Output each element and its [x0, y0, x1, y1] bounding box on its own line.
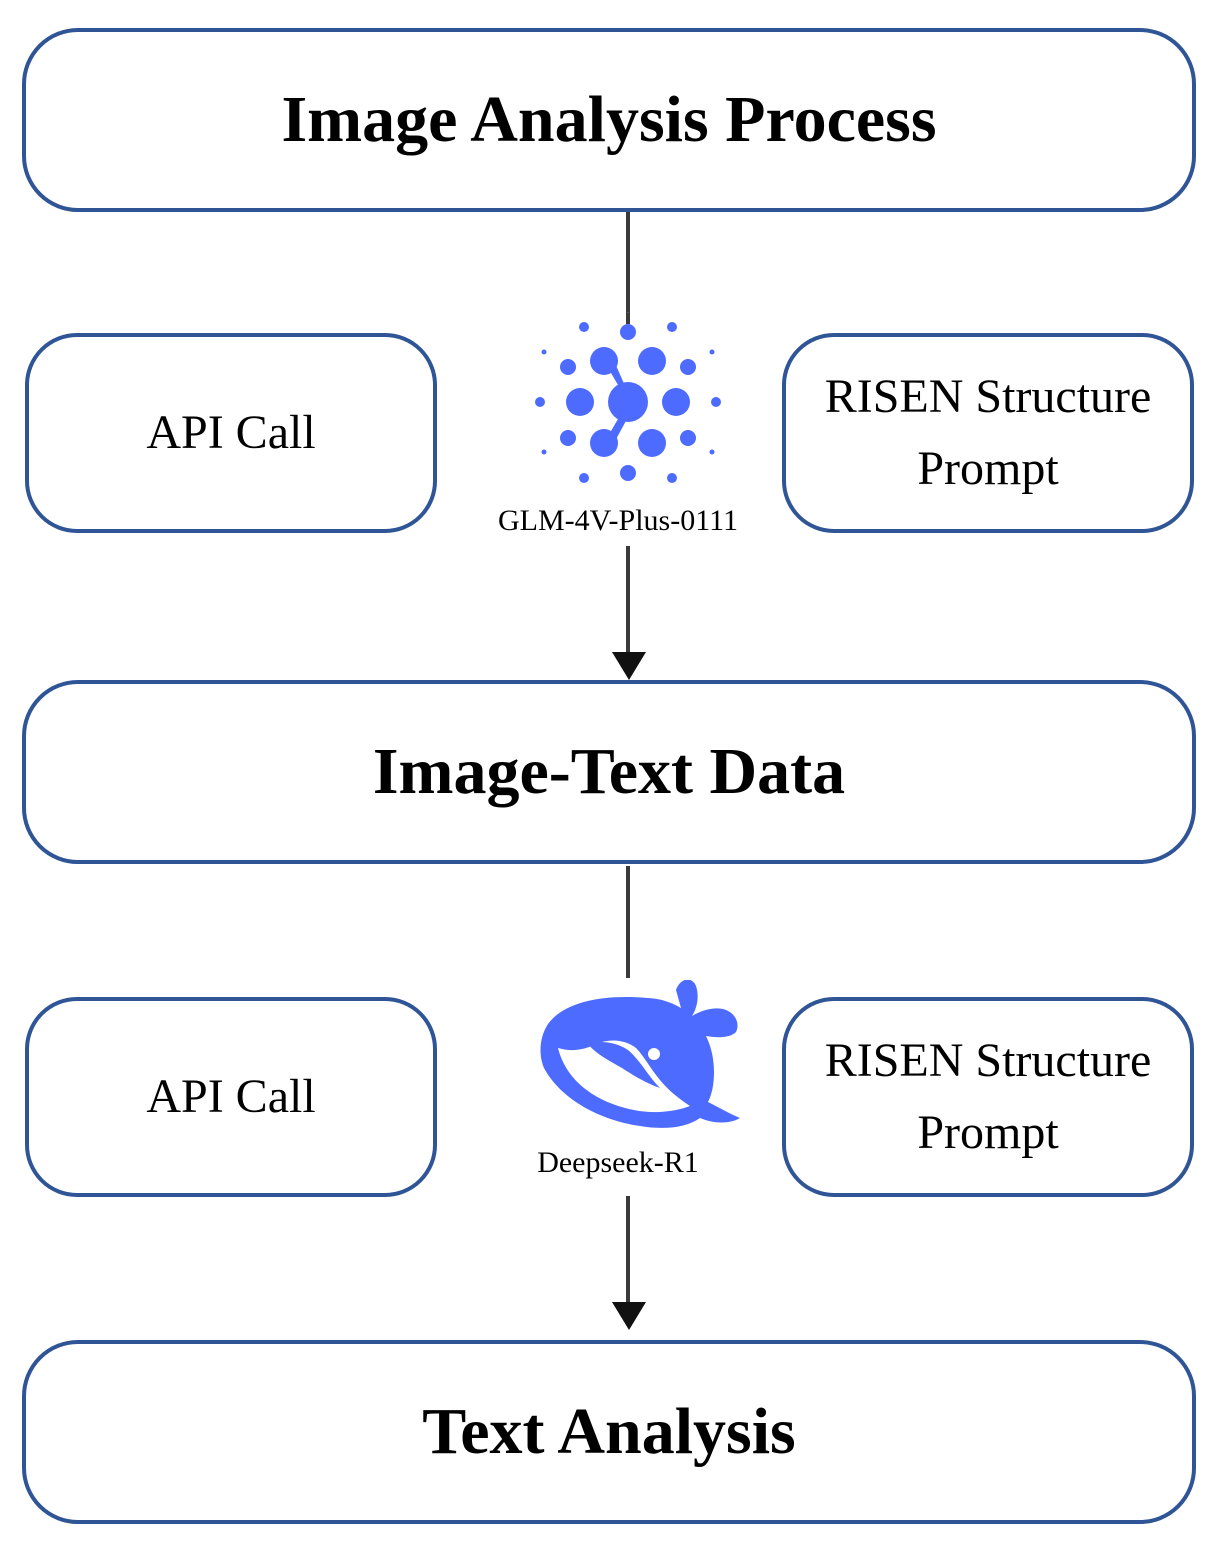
deepseek-whale-icon — [540, 980, 740, 1128]
connector-line — [626, 212, 630, 324]
step1-api-call-box: API Call — [25, 333, 437, 533]
step2-risen-prompt-box: RISEN Structure Prompt — [782, 997, 1194, 1197]
connector-line — [626, 1196, 630, 1304]
stage-text-analysis-label: Text Analysis — [422, 1394, 796, 1468]
stage-image-analysis-label: Image Analysis Process — [281, 82, 937, 156]
glm-cluster-icon — [535, 312, 721, 483]
model-label-glm: GLM-4V-Plus-0111 — [497, 504, 738, 537]
connector-line — [626, 546, 630, 654]
step1-risen-prompt-box: RISEN Structure Prompt — [782, 333, 1194, 533]
stage-text-analysis-box: Text Analysis — [22, 1340, 1196, 1524]
step2-api-call-box: API Call — [25, 997, 437, 1197]
step2-api-call-label: API Call — [146, 1070, 316, 1123]
connector-line — [626, 866, 630, 978]
stage-image-text-data-box: Image-Text Data — [22, 680, 1196, 864]
arrow-head-icon — [612, 1302, 646, 1330]
step1-api-call-label: API Call — [146, 406, 316, 459]
step1-risen-prompt-label: RISEN Structure Prompt — [824, 370, 1152, 495]
step2-risen-prompt-label: RISEN Structure Prompt — [824, 1034, 1152, 1159]
model-label-deepseek: Deepseek-R1 — [537, 1146, 699, 1179]
stage-image-text-data-label: Image-Text Data — [372, 734, 846, 808]
arrow-head-icon — [612, 652, 646, 680]
stage-image-analysis-box: Image Analysis Process — [22, 28, 1196, 212]
